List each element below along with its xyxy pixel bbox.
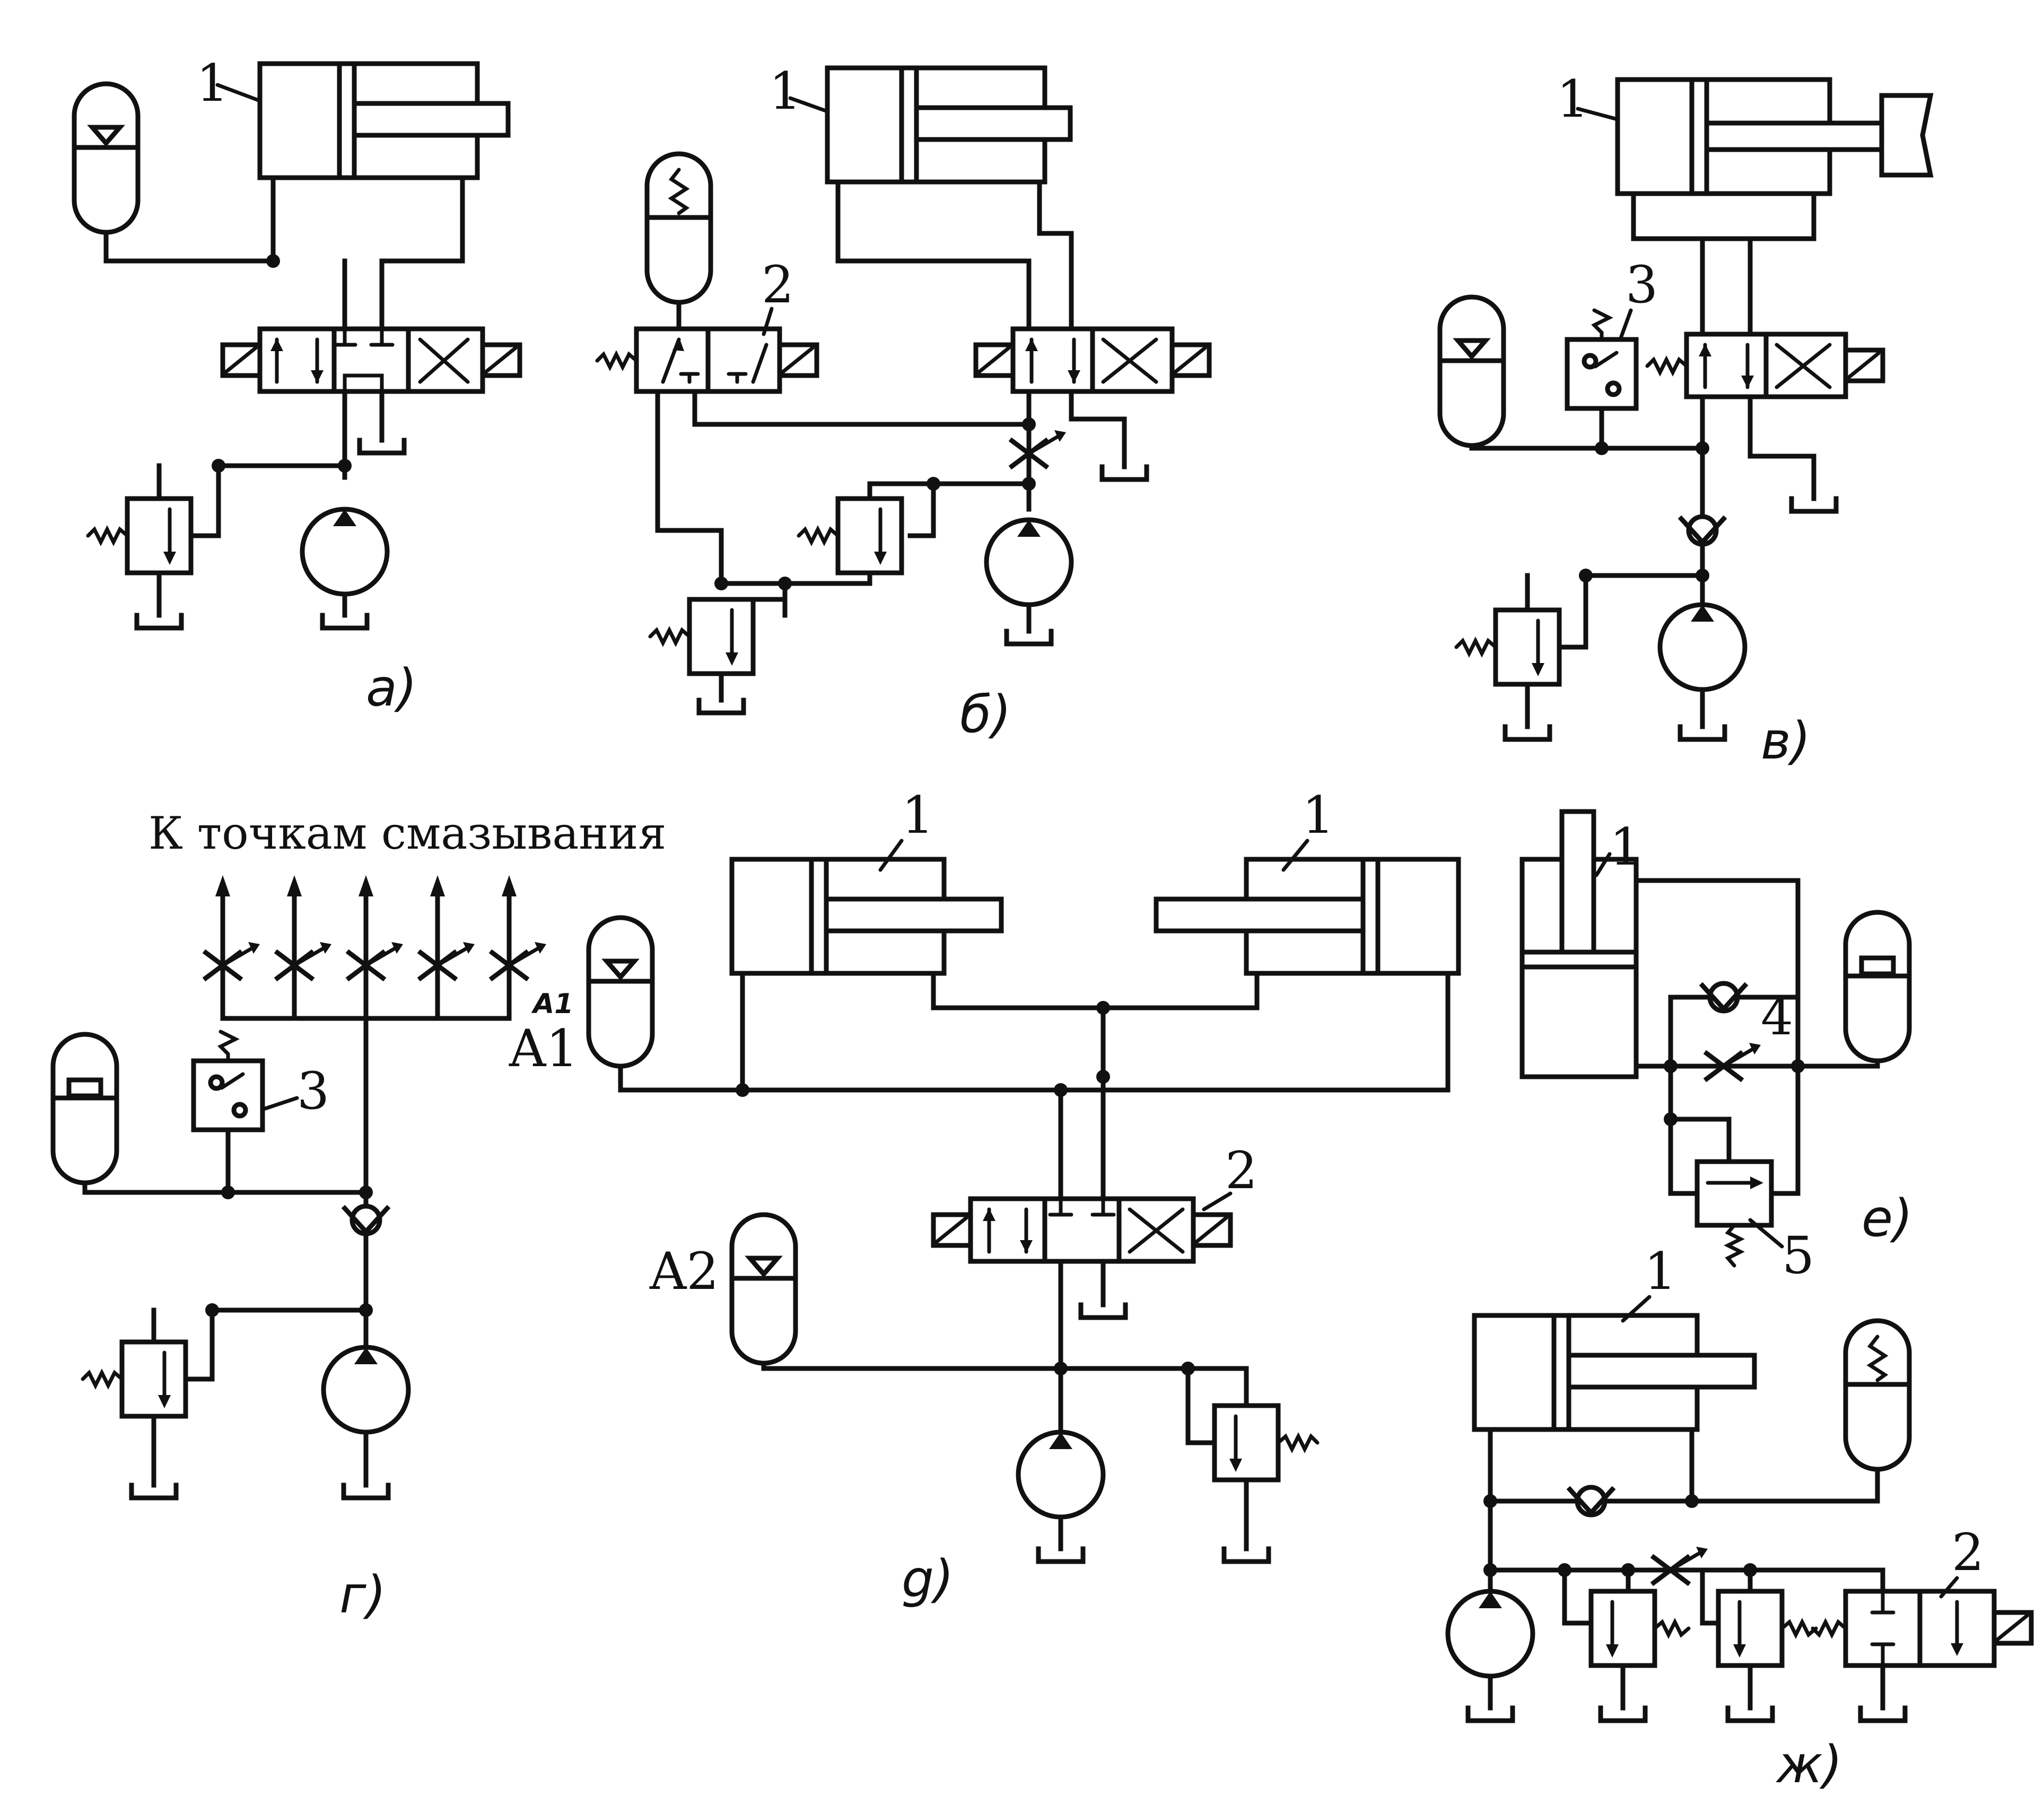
scheme-e: 1 4 5 е) [1519, 809, 1913, 1285]
label-1-zh: 1 [1644, 1242, 1676, 1301]
scheme-d: 1 1 A1 2 [509, 786, 1461, 1609]
label-1-b: 1 [769, 62, 801, 121]
throttle-g-3 [349, 942, 403, 978]
accumulator-zh [1846, 1321, 1909, 1469]
pump-g [324, 1347, 408, 1432]
throttle-b [1012, 430, 1066, 466]
accumulator-v [1440, 297, 1504, 446]
caption-g: г) [339, 1565, 386, 1625]
label-2-d: 2 [1225, 1141, 1257, 1200]
relief-valve-5-e [1694, 1159, 1774, 1268]
throttle-g-1 [206, 942, 260, 978]
caption-b: б) [960, 685, 1011, 744]
caption-d: g) [902, 1549, 954, 1609]
accumulator-b [647, 154, 711, 302]
throttle-zh [1654, 1547, 1708, 1583]
caption-e: е) [1862, 1189, 1913, 1248]
pump-b [986, 520, 1071, 605]
label-2-b: 2 [762, 255, 794, 315]
accumulator-a1 [589, 918, 652, 1066]
relief-valve-b1 [799, 499, 902, 573]
label-4-e: 4 [1761, 987, 1793, 1047]
relief-valve-a [88, 499, 191, 573]
scheme-v: 1 3 в) [1440, 69, 1934, 771]
piston-rod-a [352, 101, 511, 138]
scheme-a: 1 а) [74, 54, 522, 718]
label-3-v: 3 [1626, 255, 1658, 315]
label-1-d-left: 1 [902, 786, 934, 845]
relief-valve-b2 [650, 599, 753, 674]
pump-v [1660, 605, 1745, 690]
label-1-a: 1 [196, 54, 229, 113]
pump-a [302, 509, 387, 594]
label-1-v: 1 [1557, 69, 1589, 129]
scheme-zh: 1 [1448, 1242, 2034, 1794]
directional-valve-2-d [968, 1196, 1196, 1264]
label-1-d-right: 1 [1302, 786, 1334, 845]
label-2-zh: 2 [1952, 1523, 1984, 1582]
relief-valve-g [83, 1342, 186, 1416]
scheme-g: К точкам смазывания A1 3 г) [53, 807, 666, 1625]
check-valve-v [1681, 517, 1724, 544]
lubrication-title: К точкам смазывания [149, 807, 666, 859]
throttle-4-e [1707, 1043, 1761, 1079]
caption-zh: ж) [1776, 1735, 1842, 1794]
check-valve-g [345, 1206, 387, 1234]
scheme-b: 1 2 [595, 62, 1212, 744]
accumulator-a [74, 84, 138, 232]
label-1-e: 1 [1610, 817, 1642, 877]
directional-valve-a [257, 326, 485, 394]
relief-valve-zh-2 [1716, 1589, 1818, 1668]
accumulator-e [1846, 912, 1909, 1061]
relief-valve-v [1456, 610, 1559, 684]
throttle-g-5 [492, 942, 546, 978]
accumulator-a2 [732, 1215, 796, 1363]
label-a1: A1 [509, 1019, 578, 1078]
label-3-g: 3 [297, 1061, 329, 1121]
label-5-e: 5 [1782, 1226, 1814, 1285]
throttle-g-4 [421, 942, 475, 978]
throttle-g-2 [277, 942, 331, 978]
relief-valve-d [1215, 1406, 1317, 1480]
label-a1-small: A1 [531, 988, 573, 1020]
relief-valve-zh-1 [1588, 1589, 1691, 1668]
pump-d [1018, 1432, 1103, 1517]
caption-a: а) [366, 658, 417, 718]
label-a2: A2 [649, 1242, 719, 1301]
accumulator-g [53, 1034, 117, 1183]
pump-zh [1448, 1591, 1533, 1676]
pressure-switch-3-g [194, 1032, 263, 1130]
valve-2-zh [1811, 1589, 2034, 1668]
caption-v: в) [1761, 711, 1811, 771]
